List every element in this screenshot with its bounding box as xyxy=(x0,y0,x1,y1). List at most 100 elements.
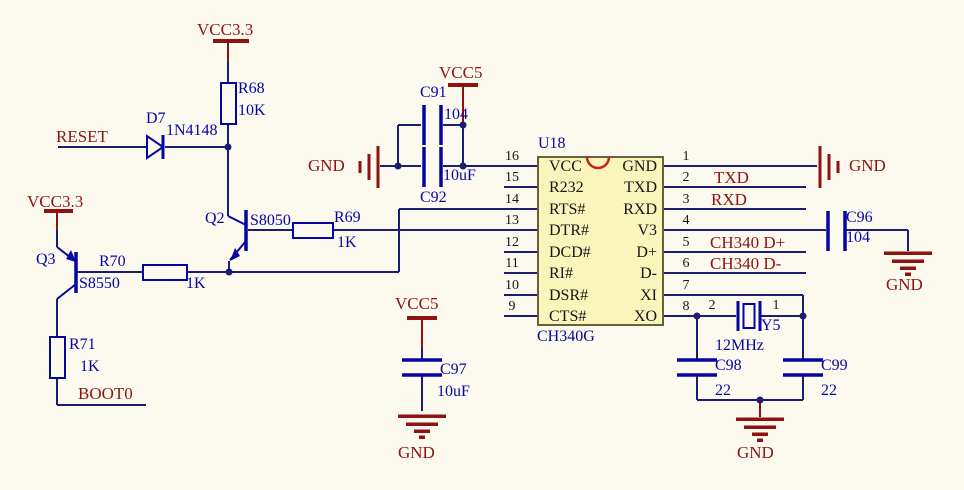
component-symbols xyxy=(49,82,847,379)
gnd-label-caps: GND xyxy=(308,156,345,175)
ic-pin-number-9: 9 xyxy=(508,299,516,314)
ic-pin-number-11: 11 xyxy=(505,256,519,271)
earth-gnd-c97-icon xyxy=(398,414,446,439)
wires xyxy=(56,62,909,411)
capacitor-c96-symbol xyxy=(826,211,847,251)
capacitor-c98-symbol xyxy=(677,358,717,377)
ic-pin-number-15: 15 xyxy=(505,170,519,185)
ref-q3: Q3 xyxy=(36,251,56,268)
ic-pin-name-r232: R232 xyxy=(549,179,584,196)
ic-pin-name-ri: RI# xyxy=(549,265,573,282)
ref-q2: Q2 xyxy=(205,210,225,227)
ref-c97: C97 xyxy=(440,361,467,378)
junction-dots xyxy=(224,121,807,404)
val-c98: 22 xyxy=(715,382,731,399)
crystal-pin2-number: 2 xyxy=(708,298,716,313)
resistor-r69-symbol xyxy=(292,222,334,239)
gnd-label-crystal: GND xyxy=(737,443,774,462)
val-y5: 12MHz xyxy=(715,337,764,354)
net-label-ch340-dplus: CH340 D+ xyxy=(710,233,786,252)
ref-c98: C98 xyxy=(715,357,742,374)
ref-d7: D7 xyxy=(146,110,166,127)
val-c99: 22 xyxy=(821,382,837,399)
resistor-r70-symbol xyxy=(142,264,188,281)
ic-pin-number-7: 7 xyxy=(682,278,690,293)
gnd-port-right-icon xyxy=(818,146,840,188)
ic-pin-number-3: 3 xyxy=(682,192,690,207)
val-d7: 1N4148 xyxy=(166,122,218,139)
ic-pin-number-16: 16 xyxy=(505,149,519,164)
net-label-reset: RESET xyxy=(56,127,108,146)
net-reset-wire xyxy=(58,124,229,216)
power-label-vcc33-top: VCC3.3 xyxy=(197,20,254,39)
ref-r68: R68 xyxy=(238,80,265,97)
ref-c91: C91 xyxy=(420,84,447,101)
diode-d7-symbol xyxy=(146,134,165,160)
earth-gnd-c96-icon xyxy=(884,251,932,276)
ic-pin-name-cts: CTS# xyxy=(549,308,587,325)
nc-pin-stubs xyxy=(504,186,538,317)
ref-r69: R69 xyxy=(334,209,361,226)
ic-pin-name-txd: TXD xyxy=(624,179,657,196)
ic-pin-name-v3: V3 xyxy=(637,222,657,239)
ref-y5: Y5 xyxy=(761,317,781,334)
ic-u18-body xyxy=(537,156,664,326)
ic-pin-name-rts: RTS# xyxy=(549,201,586,218)
ic-pin-number-6: 6 xyxy=(682,256,690,271)
vcc-bars xyxy=(44,39,478,320)
gnd-port-left-icon xyxy=(358,146,380,188)
capacitor-c97-symbol xyxy=(402,358,442,377)
net-v3-wire xyxy=(663,229,909,251)
gnd-label-c96: GND xyxy=(886,275,923,294)
val-c97: 10uF xyxy=(437,383,470,400)
ref-r70: R70 xyxy=(99,253,126,270)
val-c96: 104 xyxy=(846,229,870,246)
val-q2: S8050 xyxy=(250,212,291,229)
ic-pin-number-2: 2 xyxy=(682,170,690,185)
ic-pin-name-rxd: RXD xyxy=(623,201,657,218)
ic-pin-name-dminus: D- xyxy=(640,265,657,282)
ic-pin-number-5: 5 xyxy=(682,235,690,250)
power-label-vcc5-bottom: VCC5 xyxy=(395,294,439,313)
ic-pin-number-12: 12 xyxy=(505,235,519,250)
transistor-q3-symbol xyxy=(56,246,78,300)
ic-pin-number-13: 13 xyxy=(505,213,519,228)
resistor-r68-symbol xyxy=(220,82,237,125)
ic-pin-number-4: 4 xyxy=(682,213,690,228)
val-r70: 1K xyxy=(186,275,206,292)
ic-pin-number-14: 14 xyxy=(505,192,519,207)
net-label-txd: TXD xyxy=(714,168,749,187)
ic-pin-name-dtr: DTR# xyxy=(549,222,589,239)
gnd-label-c97: GND xyxy=(398,443,435,462)
ref-r71: R71 xyxy=(69,336,96,353)
val-c91: 104 xyxy=(444,106,468,123)
power-rails xyxy=(56,43,761,417)
ref-c99: C99 xyxy=(821,357,848,374)
crystal-pin1-number: 1 xyxy=(772,298,780,313)
net-label-ch340-dminus: CH340 D- xyxy=(710,254,782,273)
ref-c92: C92 xyxy=(420,189,447,206)
earth-gnd-crystal-icon xyxy=(736,417,784,442)
val-r71: 1K xyxy=(80,358,100,375)
val-r68: 10K xyxy=(238,102,266,119)
val-r69: 1K xyxy=(337,234,357,251)
capacitor-c91-symbol xyxy=(422,105,443,145)
ic-notch-icon xyxy=(585,156,611,170)
power-symbols xyxy=(44,39,932,442)
net-label-rxd: RXD xyxy=(711,190,747,209)
power-label-vcc5-top: VCC5 xyxy=(439,63,483,82)
power-label-vcc33-left: VCC3.3 xyxy=(27,192,84,211)
ic-pin-name-dsr: DSR# xyxy=(549,287,589,304)
ic-pin-name-xi: XI xyxy=(640,287,657,304)
capacitor-c92-symbol xyxy=(422,147,443,187)
ic-pin-number-10: 10 xyxy=(505,278,519,293)
gnd-label-pin1: GND xyxy=(849,156,886,175)
ic-part-number: CH340G xyxy=(537,328,595,345)
ic-refdes: U18 xyxy=(538,135,566,152)
ic-pin-name-gnd: GND xyxy=(622,158,657,175)
ic-pin-name-xo: XO xyxy=(633,308,657,325)
ic-pin-name-dcd: DCD# xyxy=(549,244,591,261)
ic-pin-number-8: 8 xyxy=(682,299,690,314)
